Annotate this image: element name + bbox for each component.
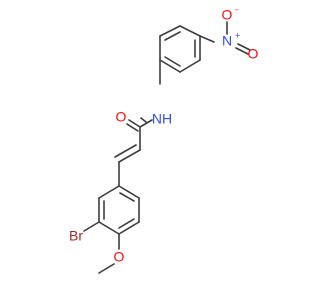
molecule-structure: N + O - O O NH Br O (69, 4, 259, 274)
nitro-oxygen-top-charge: - (235, 4, 238, 14)
nitro-oxygen-right-label: O (248, 46, 259, 62)
amide-nh-label: NH (152, 111, 172, 127)
nitro-nitrogen-charge: + (235, 30, 240, 40)
bromomethoxyphenyl-ring (98, 185, 140, 235)
alkene-bonds (114, 144, 141, 187)
nitro-oxygen-top-label: O (222, 7, 233, 23)
nitro-group-bonds (199, 21, 251, 55)
methoxy-oxygen-label: O (114, 249, 125, 265)
bromine-label: Br (69, 228, 83, 244)
nitro-nitrogen-label: N (222, 33, 232, 49)
amide-linker-bonds (126, 59, 161, 151)
amide-oxygen-label: O (116, 109, 127, 125)
nitrophenyl-ring (159, 25, 201, 73)
substituent-bonds (83, 221, 120, 274)
